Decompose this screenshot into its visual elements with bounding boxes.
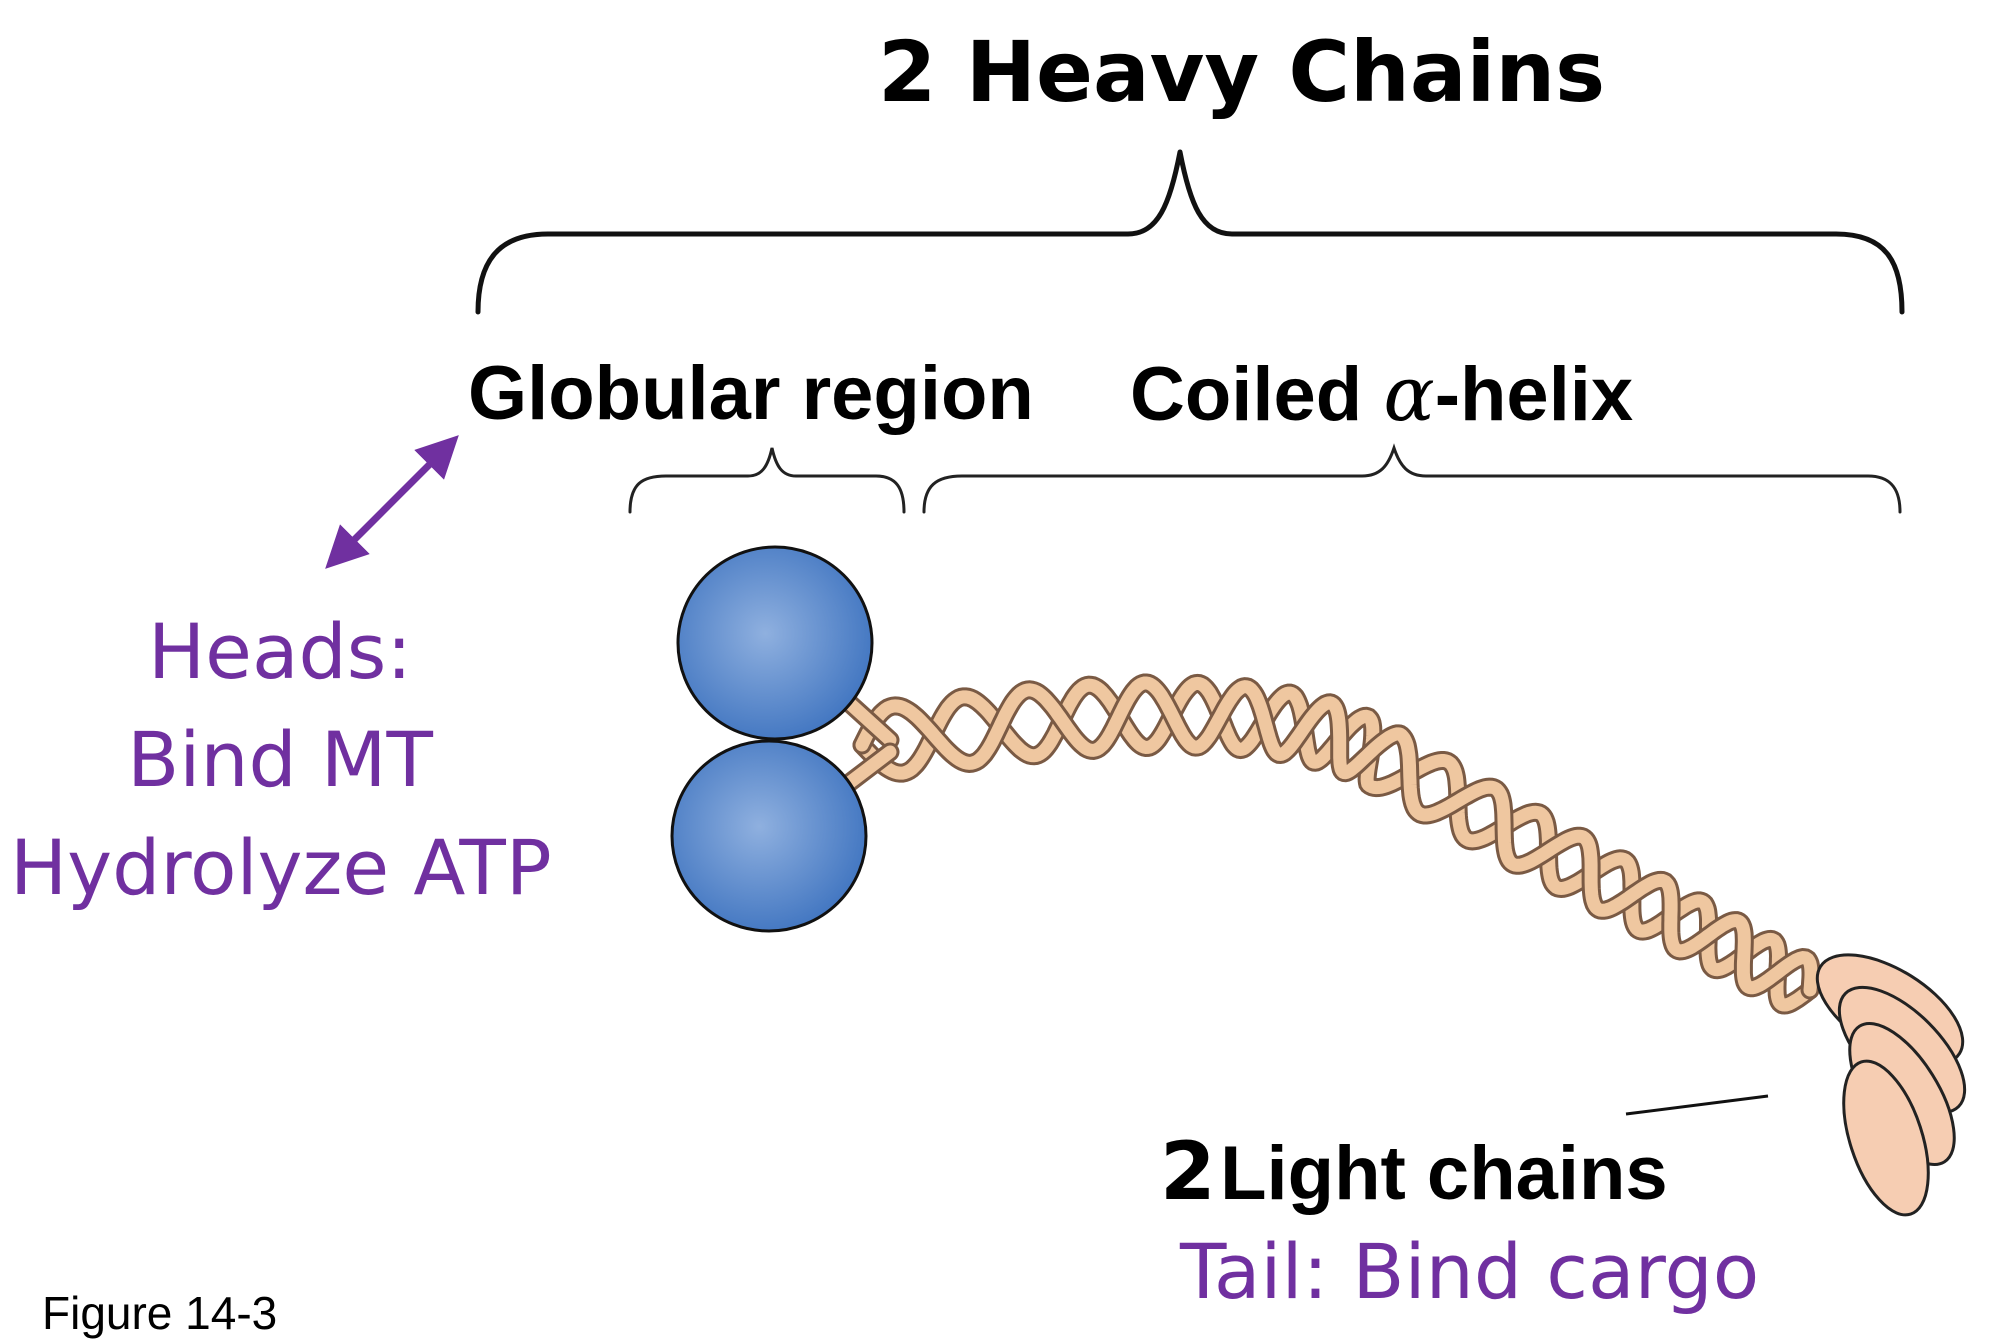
coiled-helix-prefix: Coiled (1130, 352, 1384, 437)
coiled-helix-label: Coiled α-helix (1130, 356, 1633, 433)
tail-annotation: Tail: Bind cargo (1180, 1227, 1760, 1316)
coiled-helix-brace (922, 443, 1902, 514)
coiled-coil-strands (830, 673, 1821, 1015)
heavy-chain-strand (855, 676, 1817, 1012)
heads-annotation-line1: Heads: (148, 607, 412, 696)
motor-head-bottom (670, 739, 868, 933)
heads-annotation-line2: Bind MT (127, 715, 433, 804)
head-stalk (839, 693, 897, 747)
motor-head-top (676, 545, 874, 741)
heavy-chains-count: 2 (878, 23, 937, 121)
light-chains (1815, 953, 1967, 1217)
heads-pointer-arrow (325, 435, 459, 569)
heavy-chains-title: 2 Heavy Chains (878, 30, 1605, 114)
light-chains-pointer-line (1625, 1094, 1769, 1116)
heavy-chains-brace (475, 149, 1905, 315)
light-chains-count: 2 (1160, 1125, 1216, 1218)
coiled-helix-suffix: -helix (1434, 352, 1634, 437)
light-chains-label: Light chains (1220, 1131, 1668, 1216)
figure-caption: Figure 14-3 (42, 1287, 278, 1339)
light-chains-title: 2 Light chains (1160, 1132, 1668, 1212)
motor-heads (670, 545, 874, 933)
heavy-chain-strand (855, 676, 1818, 997)
heavy-chains-label: Heavy Chains (965, 23, 1606, 121)
globular-region-label: Globular region (468, 351, 1034, 436)
alpha-symbol: α (1383, 349, 1435, 438)
heads-annotation-line3: Hydrolyze ATP (10, 823, 552, 912)
heads-annotation: Heads: Bind MT Hydrolyze ATP (10, 598, 552, 922)
light-chain-lobe (1842, 1059, 1930, 1217)
globular-region-brace (628, 447, 906, 514)
